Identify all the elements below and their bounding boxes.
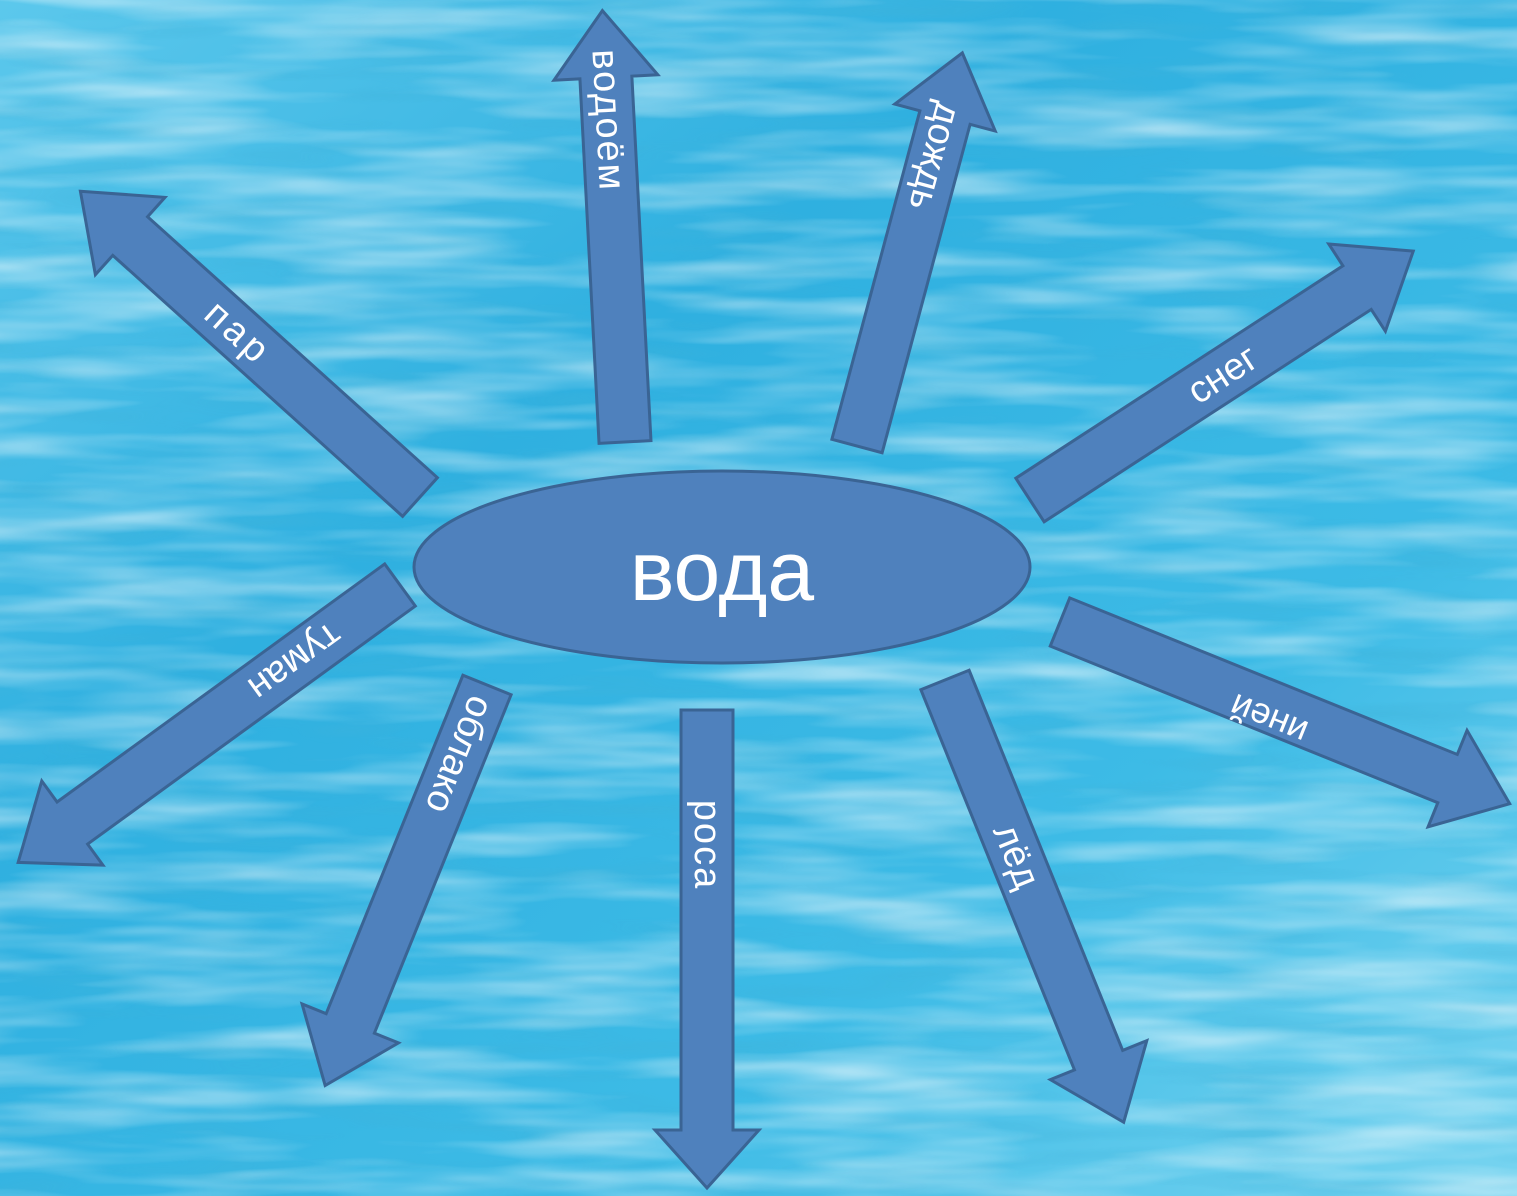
center-label: вода xyxy=(630,524,815,618)
arrow-ineyi: иней xyxy=(1048,595,1512,830)
arrow-rosa-label: роса xyxy=(686,800,728,890)
arrow-vodoem: водоём xyxy=(550,8,661,445)
arrow-rosa: роса xyxy=(651,708,763,1191)
center-ellipse xyxy=(412,469,1032,665)
center-node: вода xyxy=(412,469,1032,665)
arrow-vodoem-label: водоём xyxy=(583,48,632,193)
